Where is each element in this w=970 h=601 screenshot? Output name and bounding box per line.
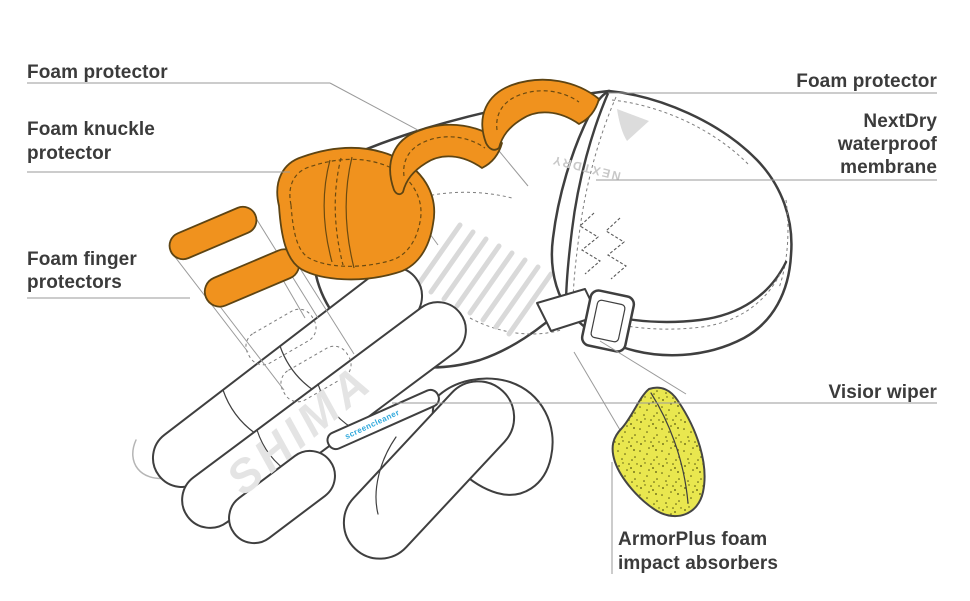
label-foam-knuckle-protector: Foam knuckle protector — [27, 119, 155, 164]
label-foam-protector-left: Foam protector — [27, 62, 168, 83]
glove-fingers — [151, 266, 467, 545]
label-leader-lines — [27, 82, 937, 574]
glove-cuff: NEXTDRY — [536, 89, 793, 357]
foam-pads — [168, 78, 600, 308]
label-visor-wiper: Visior wiper — [828, 382, 937, 403]
finger-pad-pocket — [280, 345, 352, 403]
armorplus-foam-piece — [611, 386, 706, 518]
label-foam-finger-protectors: Foam finger protectors — [27, 249, 137, 293]
mid-foam-protector-pad — [389, 123, 503, 196]
shima-arrow-logo-icon — [617, 109, 649, 141]
wrist-hatching — [415, 222, 554, 337]
ring-finger-tip — [228, 449, 336, 545]
finger-pad-1 — [168, 205, 258, 261]
label-armorplus-foam: ArmorPlus foam impact absorbers — [618, 529, 778, 574]
visor-wiper-strip — [326, 388, 440, 451]
top-foam-protector-pad — [481, 78, 600, 151]
label-nextdry-membrane: NextDry waterproof membrane — [837, 111, 937, 178]
wrist-strap-buckle — [536, 288, 636, 353]
finger-pad-pocket — [245, 308, 317, 366]
label-foam-protector-right: Foam protector — [796, 71, 937, 92]
projection-lines — [171, 82, 687, 453]
glove-thumb — [326, 377, 554, 560]
